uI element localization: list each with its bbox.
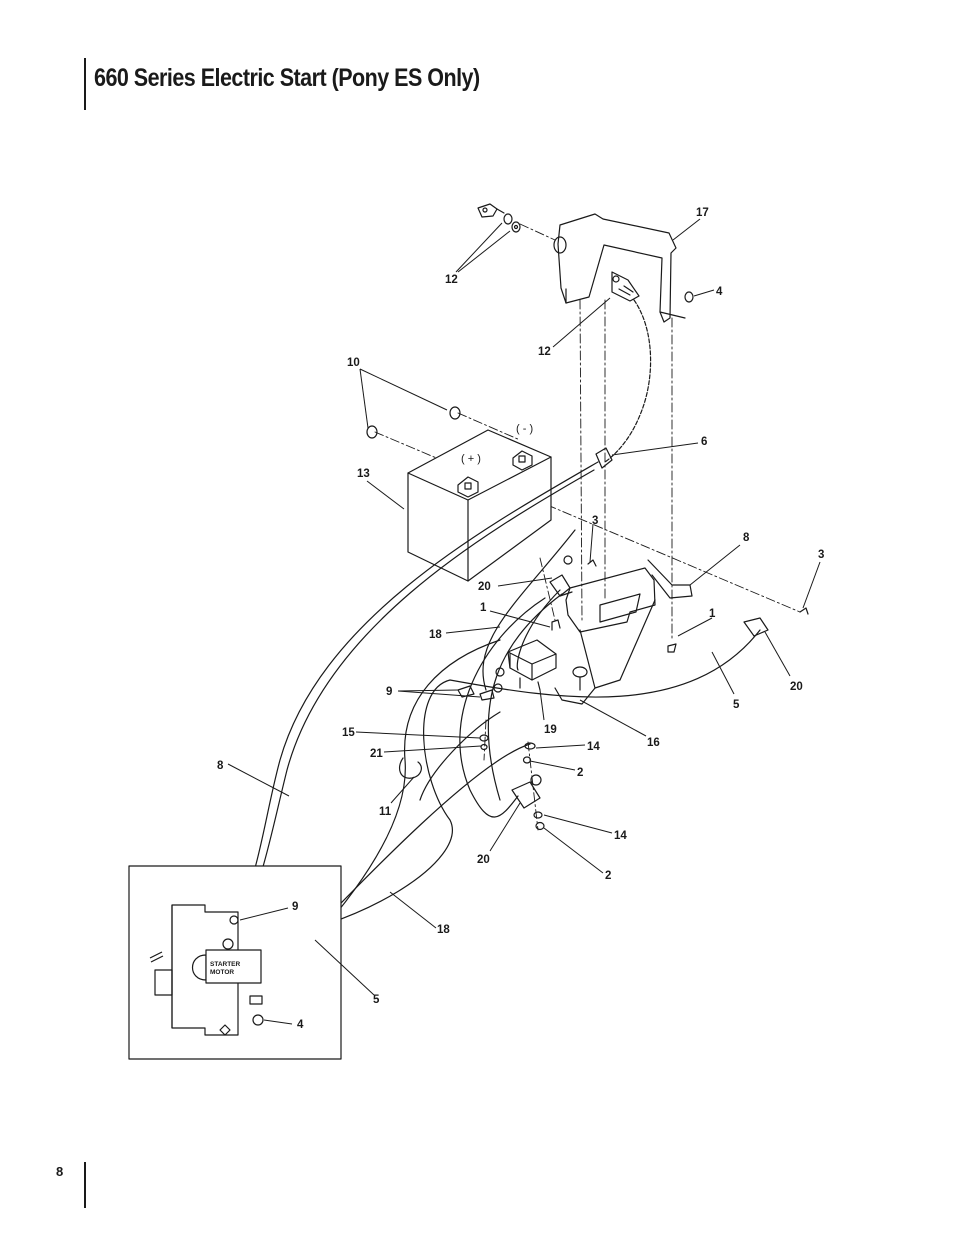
cable-clip — [399, 757, 422, 779]
mounting-plate — [554, 567, 656, 705]
battery — [407, 429, 552, 582]
callout-6: 6 — [701, 436, 707, 448]
harness-connector — [595, 447, 613, 469]
callout-10: 10 — [347, 357, 360, 369]
callout-12: 12 — [445, 274, 458, 286]
callout-3: 3 — [818, 549, 824, 561]
footer-rule — [84, 1162, 86, 1208]
header-rule — [84, 58, 86, 110]
terminal-20-upper — [549, 574, 571, 597]
screw-3a — [587, 559, 597, 567]
callout-1: 1 — [480, 602, 487, 614]
callout-12: 12 — [538, 346, 551, 358]
ignition-harness — [604, 299, 652, 463]
callout-21: 21 — [370, 748, 383, 760]
callout-18: 18 — [429, 629, 442, 641]
bolt-1a — [551, 619, 561, 631]
page-title: 660 Series Electric Start (Pony ES Only) — [94, 64, 480, 92]
callout-9: 9 — [386, 686, 392, 698]
terminal-20-lower — [511, 781, 541, 809]
callout-8: 8 — [217, 760, 224, 772]
callout-9: 9 — [292, 901, 298, 913]
callout-14: 14 — [614, 830, 627, 842]
callout-20: 20 — [790, 681, 803, 693]
starter-label-line1: STARTER — [210, 961, 241, 968]
callout-18: 18 — [437, 924, 450, 936]
callout-13: 13 — [357, 468, 370, 480]
callout-17: 17 — [696, 207, 709, 219]
starter-label-line2: MOTOR — [210, 969, 234, 976]
callout-11: 11 — [379, 806, 392, 818]
terminal-positive-label: ( + ) — [461, 453, 481, 465]
callout-15: 15 — [342, 727, 355, 739]
terminal-negative-label: ( - ) — [516, 423, 533, 435]
callout-16: 16 — [647, 737, 660, 749]
callout-3: 3 — [592, 515, 598, 527]
callout-4: 4 — [716, 286, 723, 298]
solenoid — [507, 639, 557, 691]
callout-2: 2 — [577, 767, 583, 779]
callout-1: 1 — [709, 608, 716, 620]
starter-motor-inset — [128, 865, 342, 1060]
plate-bracket — [647, 559, 693, 599]
callout-numbers: 12 12 17 4 10 13 6 3 8 3 20 1 1 18 20 9 … — [217, 207, 824, 1031]
ignition-key — [477, 203, 521, 233]
callout-20: 20 — [478, 581, 491, 593]
bolt-9a — [457, 685, 475, 698]
bolt-9b — [479, 689, 495, 701]
leader-lines — [227, 218, 821, 1025]
cable-8 — [237, 461, 599, 911]
callout-5: 5 — [733, 699, 740, 711]
screw-3b — [799, 607, 809, 615]
bolt-1b — [667, 643, 677, 653]
terminal-20-right — [743, 617, 769, 637]
callout-5: 5 — [373, 994, 380, 1006]
page-number: 8 — [56, 1164, 64, 1179]
callout-19: 19 — [544, 724, 557, 736]
callout-14: 14 — [587, 741, 600, 753]
ignition-switch — [611, 271, 640, 302]
cable-5 — [239, 629, 761, 945]
callout-4: 4 — [297, 1019, 304, 1031]
callout-20: 20 — [477, 854, 490, 866]
callout-8: 8 — [743, 532, 750, 544]
dash-bracket — [553, 213, 686, 323]
callout-2: 2 — [605, 870, 611, 882]
